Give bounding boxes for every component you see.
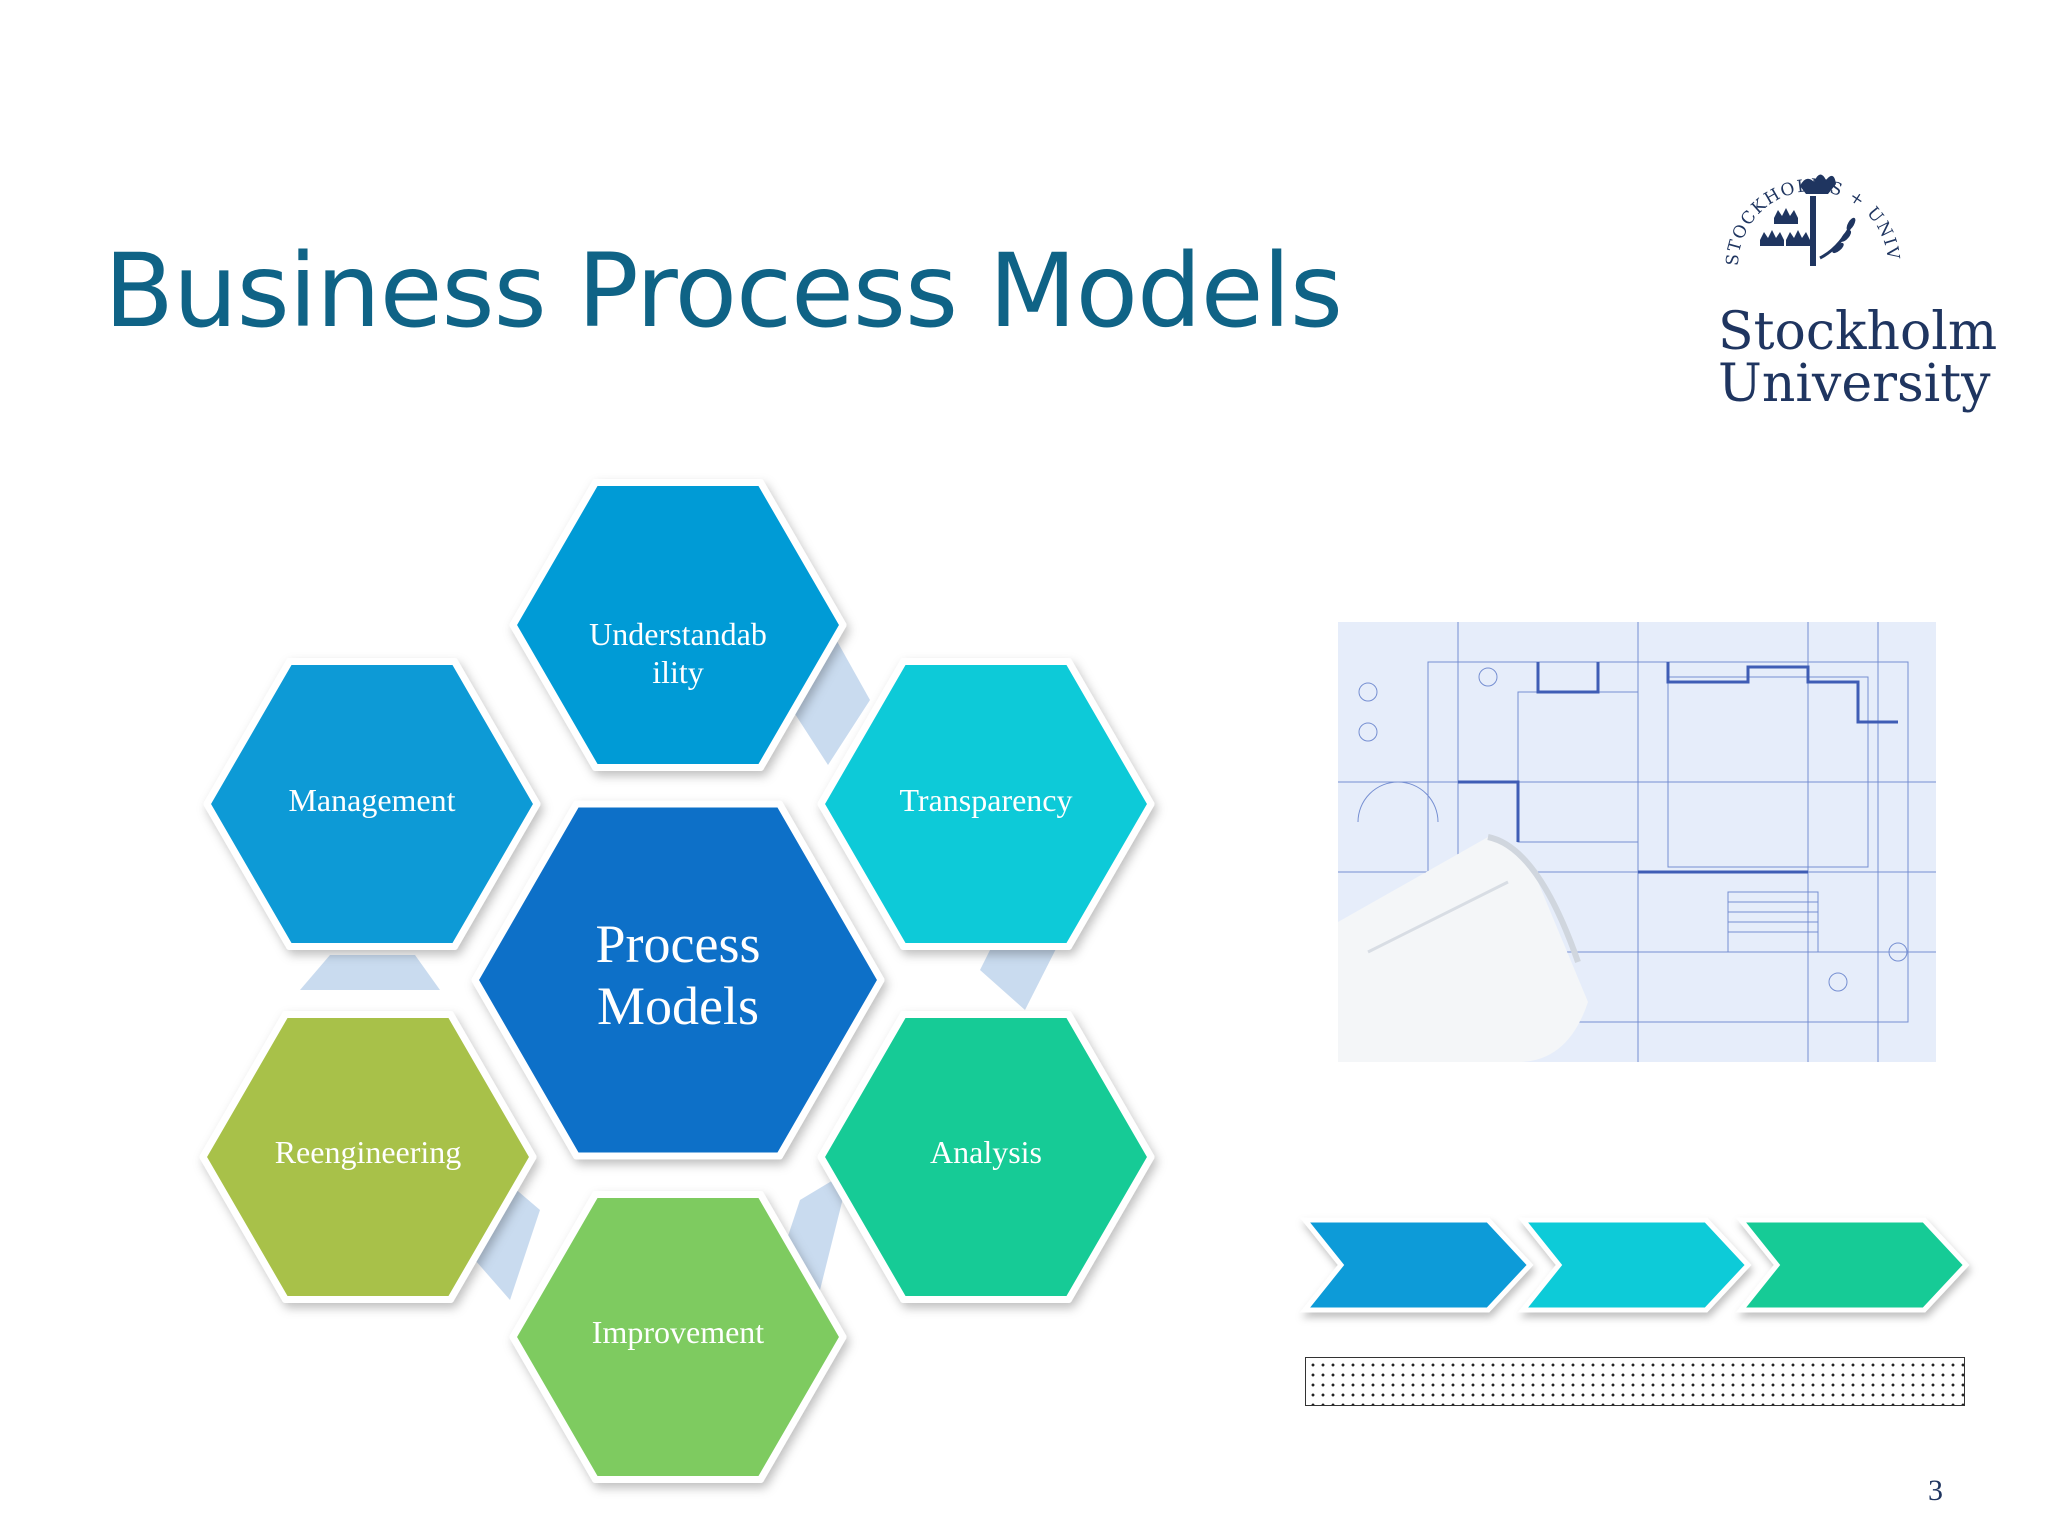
hexagon-upper-right [817,658,1155,950]
hexagon-top [509,479,847,771]
chevron-process-arrows [1299,1217,1970,1313]
hexagon-bottom [509,1191,847,1483]
chevron-arrow-3 [1735,1217,1970,1313]
logo-wordmark: Stockholm University [1718,306,2018,410]
dotted-placeholder-box [1305,1357,1965,1406]
chevron-arrow-2 [1517,1217,1752,1313]
blueprint-image [1338,622,1936,1062]
hexagon-upper-left [203,658,541,950]
chevron-arrow-1 [1299,1217,1534,1313]
slide-title: Business Process Models [104,232,1343,351]
hexagon-center [471,800,885,1160]
stockholm-university-logo: STOCKHOLMS + UNIVERSITET [1700,148,1901,267]
page-number: 3 [1928,1474,1943,1507]
hex-label-center: Process Models [595,914,761,1036]
hex-label-lower-left: Reengineering [274,1134,462,1170]
hex-label-lower-right: Analysis [930,1134,1042,1170]
hex-label-upper-left: Management [288,782,456,818]
logo-name-line2: University [1718,354,1991,414]
logo-name-line1: Stockholm [1718,302,1998,362]
hex-label-upper-right: Transparency [899,782,1073,818]
hexagon-lower-right [817,1011,1155,1303]
hex-label-top: Understandab ility [589,616,767,690]
hexagon-lower-left [199,1011,537,1303]
hex-label-bottom: Improvement [591,1314,765,1350]
